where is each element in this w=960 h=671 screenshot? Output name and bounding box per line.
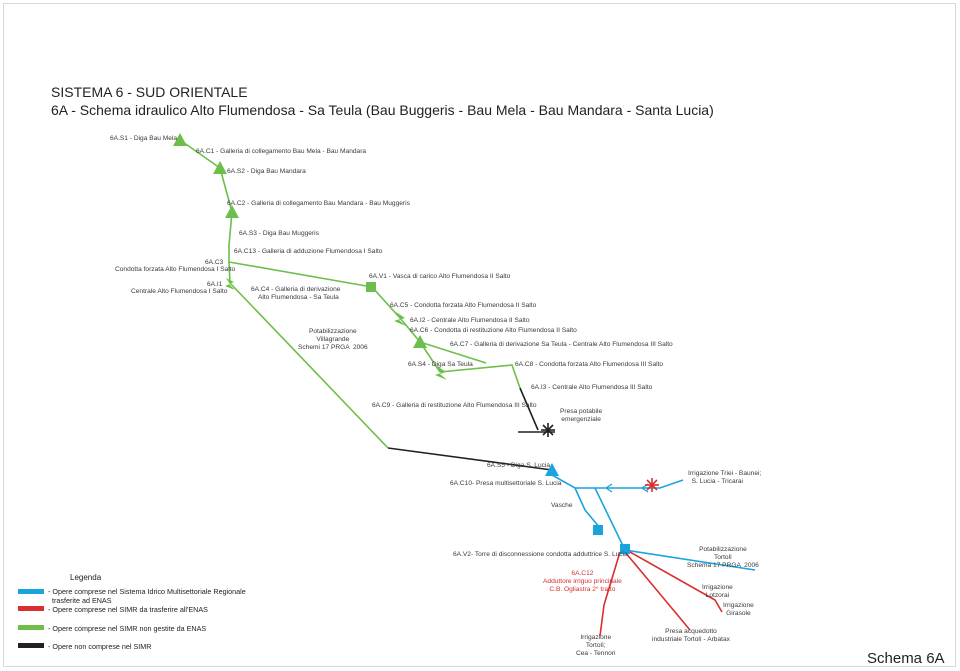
plant-i3-icon xyxy=(435,366,447,380)
label-irr-lotzorai: Irrigazione Lotzorai xyxy=(702,584,733,599)
label-irr-triei: Irrigazione Triei - Baunei; S. Lucia - T… xyxy=(688,470,762,485)
label-c9: 6A.C9 - Galleria di restituzione Alto Fl… xyxy=(372,402,537,409)
tower-v2-icon xyxy=(620,544,630,554)
label-c4: 6A.C4 - Galleria di derivazione Alto Flu… xyxy=(251,286,341,301)
legend-bar-red xyxy=(18,606,44,611)
link-lotzorai xyxy=(629,551,723,613)
link-c5-c6 xyxy=(371,286,441,373)
legend-item-red: - Opere comprese nel SIMR da trasferire … xyxy=(48,605,208,614)
power-plants xyxy=(225,278,447,380)
page-frame xyxy=(3,3,956,667)
label-s5: 6A.S5 - Diga S. Lucia xyxy=(487,462,551,469)
label-potab-tortoli: Potabilizzazione Tortolì Schema 17 PRGA … xyxy=(687,546,759,569)
label-i1-code: 6A.I1 xyxy=(207,281,223,288)
link-v2 xyxy=(594,487,626,551)
dam-s1-icon xyxy=(173,133,187,146)
presa-irrigazione-icon xyxy=(645,478,659,492)
legend-bar-green xyxy=(18,625,44,630)
label-i3: 6A.I3 - Centrale Alto Flumendosa III Sal… xyxy=(531,384,653,391)
link-c8 xyxy=(439,364,521,389)
link-industriale xyxy=(624,551,691,631)
legend-item-blue: - Opere comprese nel Sistema Idrico Mult… xyxy=(48,587,246,605)
label-c12: 6A.C12 Adduttore irriguo principale C.B.… xyxy=(543,570,622,593)
label-irr-girasole: Irrigazione Girasole xyxy=(723,602,754,617)
label-c3-name: Condotta forzata Alto Flumendosa I Salto xyxy=(115,266,236,273)
plant-i2-icon xyxy=(394,312,406,326)
label-v2: 6A.V2- Torre di disconnessione condotta … xyxy=(453,551,628,558)
green-network-lines xyxy=(179,139,521,449)
legend-bar-black xyxy=(18,643,44,648)
link-c13 xyxy=(228,261,373,288)
label-potab-villagrande: Potabilizzazione Villagrande Schemi 17 P… xyxy=(298,328,368,351)
label-c3-code: 6A.C3 xyxy=(205,259,224,266)
label-c13: 6A.C13 - Galleria di adduzione Flumendos… xyxy=(234,248,383,255)
green-dams xyxy=(173,133,427,348)
link-s4-s5 xyxy=(387,447,553,471)
link-i1 xyxy=(228,261,231,284)
legend-item-black: - Opere non comprese nel SIMR xyxy=(48,642,152,651)
label-s1: 6A.S1 - Diga Bau Mela xyxy=(110,135,178,142)
schema-id: Schema 6A xyxy=(867,650,945,667)
link-c10 xyxy=(551,474,684,489)
blue-network-lines xyxy=(551,474,756,571)
label-vasche: Vasche xyxy=(551,502,573,509)
link-c9 xyxy=(519,387,539,431)
vasche-icon xyxy=(593,525,603,535)
system-title: SISTEMA 6 - SUD ORIENTALE xyxy=(51,84,248,100)
link-c7 xyxy=(419,341,487,364)
label-c1: 6A.C1 - Galleria di collegamento Bau Mel… xyxy=(196,148,367,155)
label-irr-tortoli: Irrigazione Tortolì; Cea - Tennori xyxy=(576,634,616,657)
red-network-lines xyxy=(599,551,723,637)
dam-s5-icon xyxy=(545,463,559,476)
legend-title: Legenda xyxy=(70,573,102,582)
label-c10: 6A.C10- Presa multisettoriale S. Lucia xyxy=(450,480,562,487)
dam-s3-icon xyxy=(225,205,239,218)
label-c8: 6A.C8 - Condotta forzata Alto Flumendosa… xyxy=(515,361,664,368)
link-c4 xyxy=(229,282,389,449)
legend-bar-blue xyxy=(18,589,44,594)
legend-item-green: - Opere comprese nel SIMR non gestite da… xyxy=(48,624,207,633)
dam-s2-icon xyxy=(213,161,227,174)
label-s2: 6A.S2 - Diga Bau Mandara xyxy=(227,168,306,175)
label-c7: 6A.C7 - Galleria di derivazione Sa Teula… xyxy=(450,341,673,348)
black-network-lines xyxy=(387,387,555,471)
label-presa-acquedotto: Presa acquedotto industriale Tortolì - A… xyxy=(652,628,730,643)
scheme-title: 6A - Schema idraulico Alto Flumendosa - … xyxy=(51,102,714,118)
label-c6: 6A.C6 - Condotta di restituzione Alto Fl… xyxy=(410,327,577,334)
label-s3: 6A.S3 - Diga Bau Muggeris xyxy=(239,230,319,237)
plant-i1-icon xyxy=(225,278,235,290)
link-vasche xyxy=(574,487,601,529)
label-v1: 6A.V1 - Vasca di carico Alto Flumendosa … xyxy=(369,273,511,280)
link-c1 xyxy=(179,139,221,169)
label-c2: 6A.C2 - Galleria di collegamento Bau Man… xyxy=(227,200,410,207)
label-s4: 6A.S4 - Diga Sa Teula xyxy=(408,361,473,368)
dam-s4-icon xyxy=(413,335,427,348)
tank-v1-icon xyxy=(366,282,376,292)
presa-potabile-icon xyxy=(541,423,555,437)
link-c2 xyxy=(219,167,233,213)
link-c12 xyxy=(599,551,621,637)
link-tortoli xyxy=(624,549,756,571)
label-presa-potabile: Presa potabile emergenziale xyxy=(560,408,603,423)
label-i1-name: Centrale Alto Flumendosa I Salto xyxy=(131,288,228,295)
label-c5: 6A.C5 - Condotta forzata Alto Flumendosa… xyxy=(390,302,537,309)
label-i2: 6A.I2 - Centrale Alto Flumendosa II Salt… xyxy=(410,317,530,324)
